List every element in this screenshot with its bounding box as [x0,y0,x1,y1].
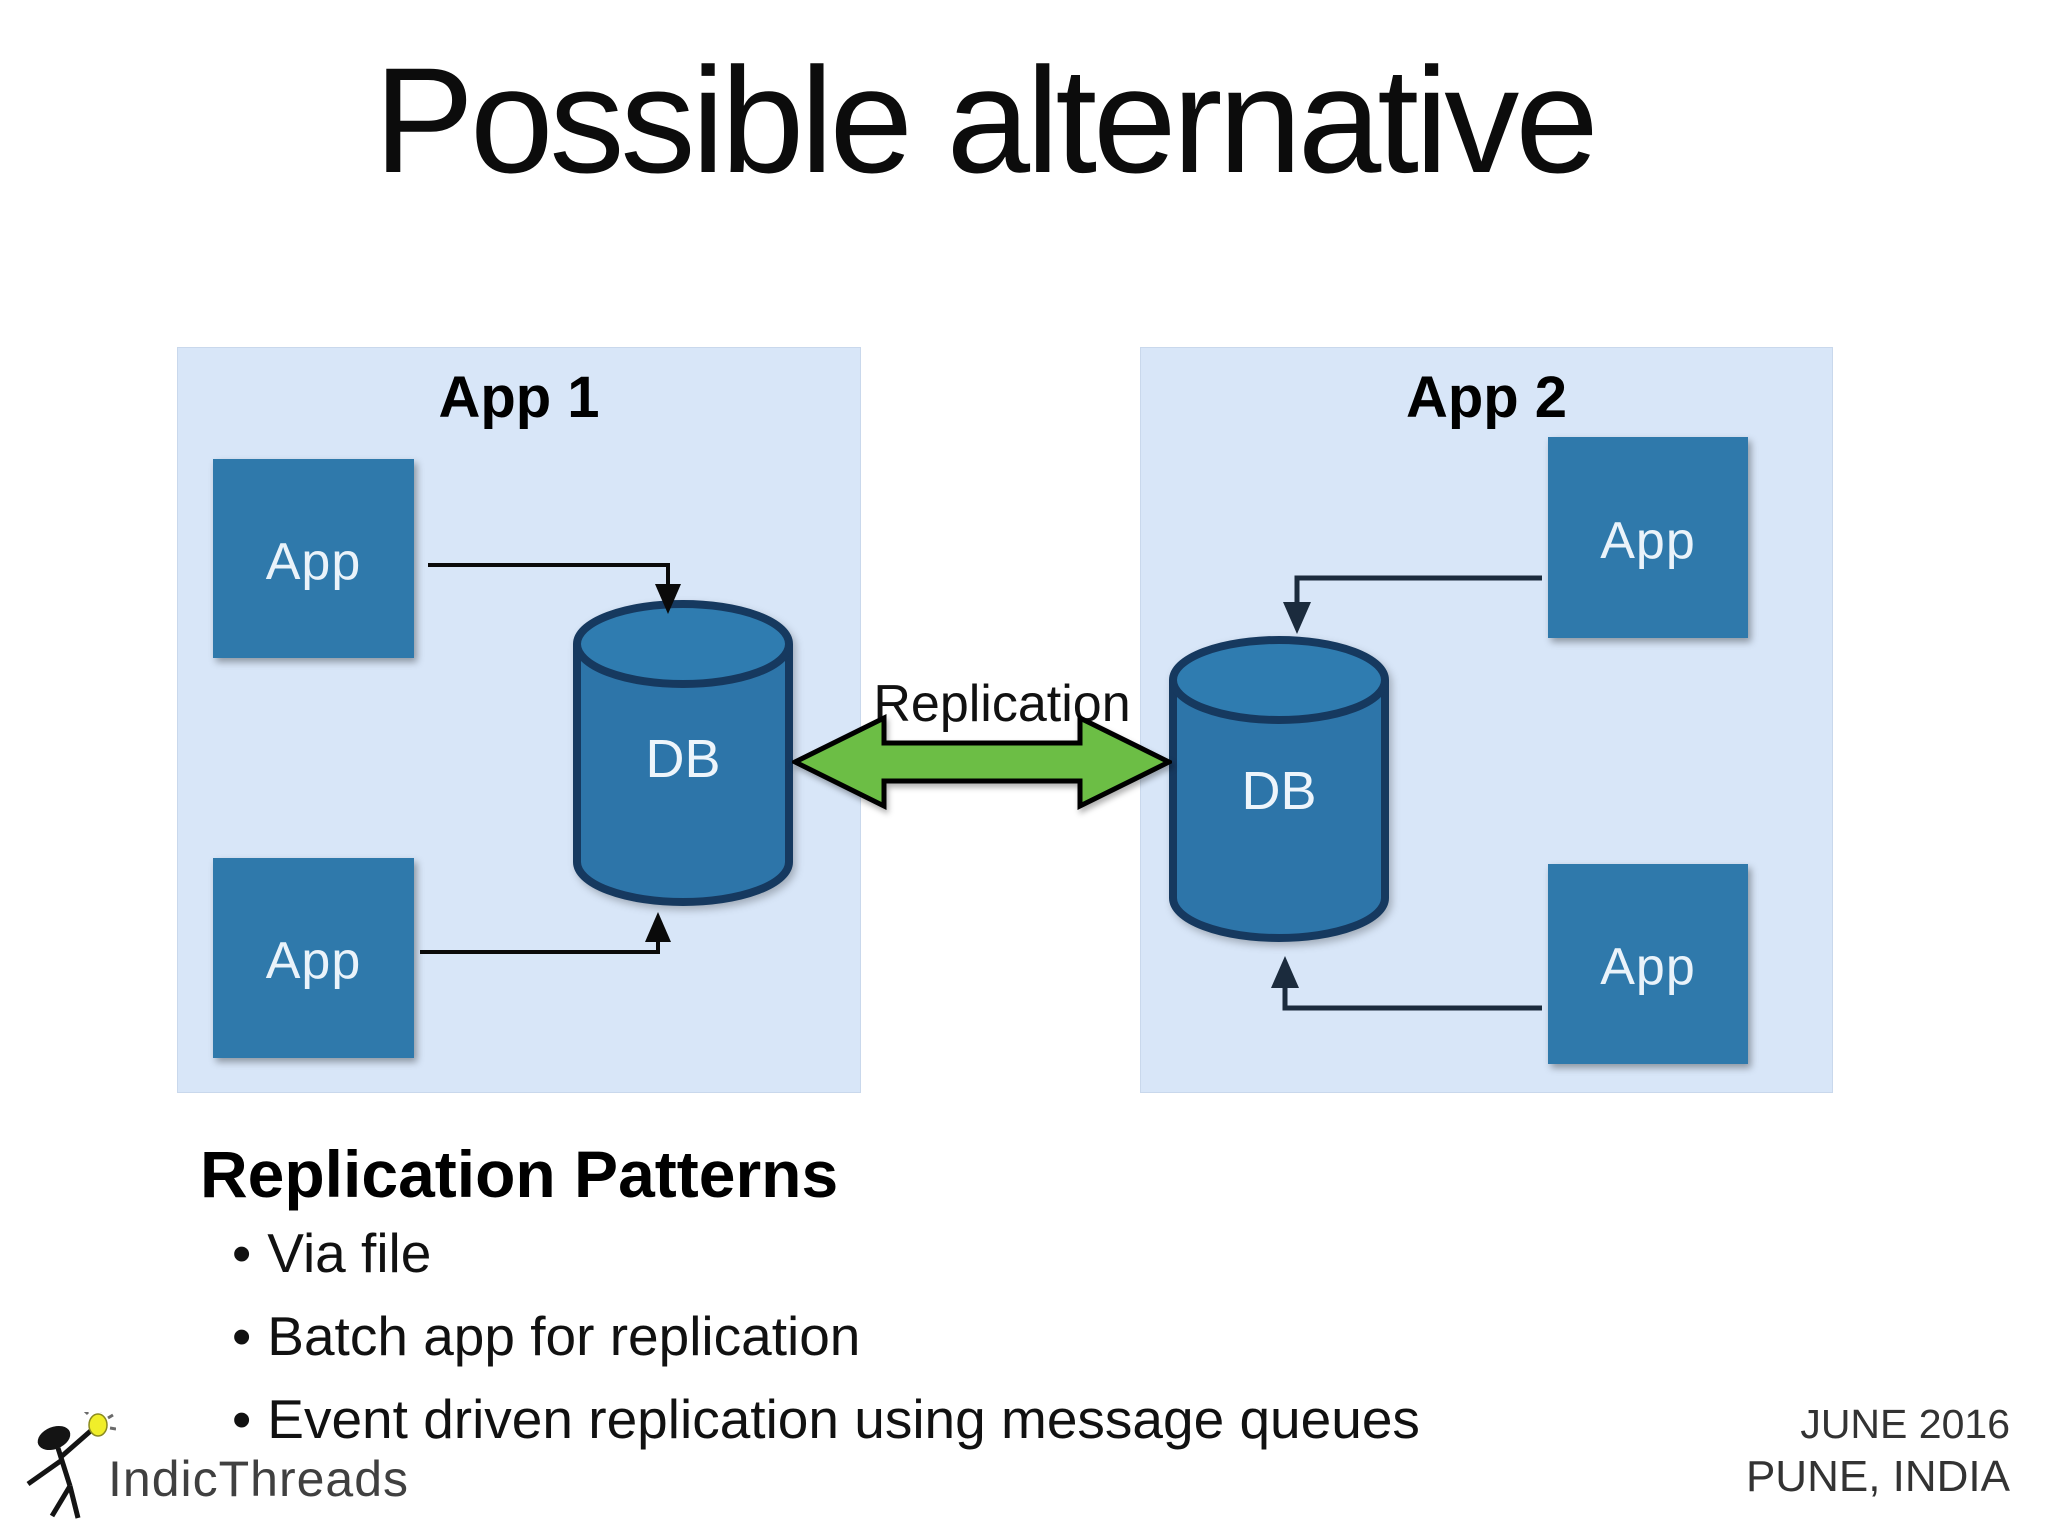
footer-event-info: JUNE 2016 PUNE, INDIA [1746,1398,2010,1504]
database-cylinder-icon [1169,636,1389,942]
brand-name: IndicThreads [108,1451,410,1507]
slide-title: Possible alternative [374,36,1599,204]
app1-top-app-label: App [265,532,362,591]
app2-top-app-box: App [1548,437,1748,638]
app1-bottom-app-label: App [265,932,362,990]
app2-db-label: DB [1241,761,1317,821]
notes-bullet: Via file [232,1212,1420,1295]
panel-app1-title: App 1 [438,365,600,430]
brand-logo: IndicThreads [20,1412,440,1522]
notes-list: Via file Batch app for replication Event… [232,1212,1420,1461]
notes-bullet: Batch app for replication [232,1295,1420,1378]
notes-bullet: Event driven replication using message q… [232,1378,1420,1461]
database-cylinder-icon [573,600,793,906]
footer-location: PUNE, INDIA [1745,1452,2010,1501]
panel-app2: App 2 App App [1140,347,1833,1093]
app1-bottom-app-box: App [213,858,414,1058]
app1-db-label: DB [645,729,721,789]
app2-bottom-app-box: App [1548,864,1748,1064]
footer-date: JUNE 2016 [1800,1401,2010,1447]
app2-top-app-label: App [1600,511,1696,570]
stick-figure-bulb-icon [26,1412,116,1519]
replication-double-arrow-icon [792,713,1172,811]
app1-top-app-box: App [213,459,414,658]
app2-bottom-app-label: App [1600,938,1696,996]
notes-heading: Replication Patterns [200,1137,839,1211]
panel-app2-title: App 2 [1405,365,1568,430]
